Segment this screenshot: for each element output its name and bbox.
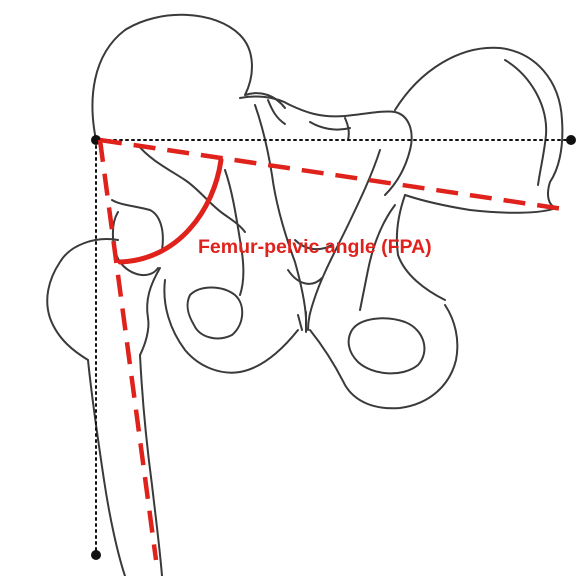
reference-lines [91,135,576,560]
right-obturator-foramen [349,318,425,373]
reference-point-top-right [566,135,576,145]
left-ischium [164,280,298,373]
fpa-annotation-label: Femur-pelvic angle (FPA) [198,238,432,258]
left-obturator-foramen [187,288,242,339]
femoral-neck-upper [112,200,163,250]
femur-shaft-medial [140,355,162,576]
right-iliac-inner-contour [505,60,546,185]
left-iliac-wing [92,15,285,140]
femur-shaft-lateral [88,360,125,576]
reference-point-bottom [91,550,101,560]
bone-outline-drawing [47,15,562,576]
right-ischium [310,305,457,408]
sacral-foramen-upper [310,122,350,130]
left-pelvic-inlet [225,170,243,295]
femur-lesser-trochanter [140,268,160,355]
femoral-head [113,212,158,275]
left-acetabulum-rim [138,145,245,232]
sacral-foramen-low [288,270,322,284]
femoral-axis-line [100,140,156,560]
femur-greater-trochanter [47,239,118,360]
sacrum-inner-left [255,105,306,318]
pelvic-axis-line [100,140,570,210]
measurement-lines [100,140,570,560]
